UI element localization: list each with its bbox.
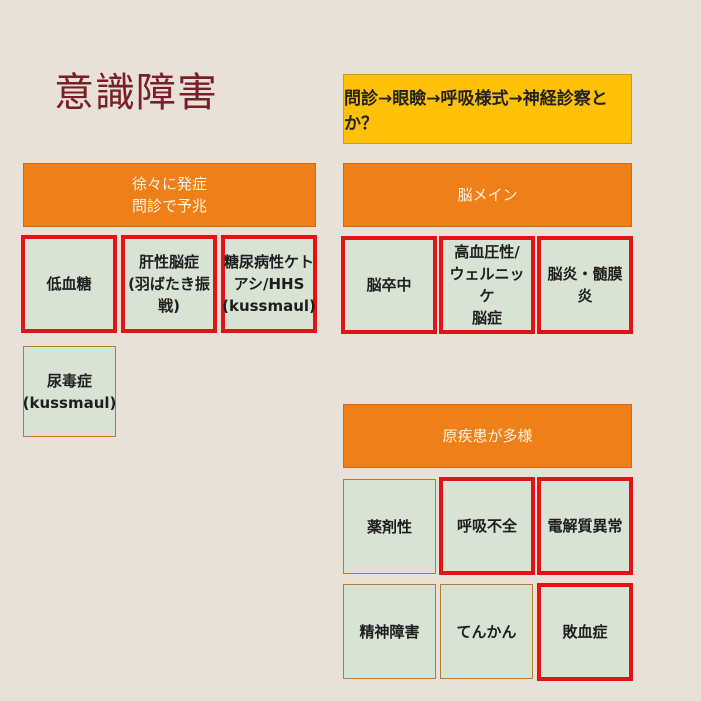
box-epilepsy: てんかん <box>440 584 533 679</box>
header-brain-main-text: 脳メイン <box>457 186 518 204</box>
box-dka-hhs: 糖尿病性ケト アシ/HHS (kussmaul) <box>221 235 317 333</box>
box-label: 敗血症 <box>562 623 608 641</box>
box-encephalitis-meningitis: 脳炎・髄膜炎 <box>537 236 633 334</box>
flow-text: 問診→眼瞼→呼吸様式→神経診察とか？ <box>344 89 608 134</box>
header-diverse-causes: 原疾患が多様 <box>343 404 632 468</box>
page-title: 意識障害 <box>54 70 218 116</box>
box-label: 呼吸不全 <box>456 517 517 535</box>
box-psychiatric-disorder: 精神障害 <box>343 584 436 679</box>
box-stroke: 脳卒中 <box>341 236 437 334</box>
box-drug-induced: 薬剤性 <box>343 479 436 574</box>
box-label: 精神障害 <box>359 622 420 641</box>
flow-box: 問診→眼瞼→呼吸様式→神経診察とか？ <box>343 74 632 144</box>
box-label: 肝性脳症 (羽ばたき振 戦) <box>128 253 210 315</box>
header-gradual-onset: 徐々に発症 問診で予兆 <box>23 163 316 227</box>
box-label: 脳卒中 <box>366 276 412 294</box>
box-label: 尿毒症 (kussmaul) <box>22 371 117 412</box>
header-gradual-onset-text: 徐々に発症 問診で予兆 <box>131 175 207 215</box>
box-hypertensive-wernicke: 高血圧性/ ウェルニッケ 脳症 <box>439 236 535 334</box>
box-label: 低血糖 <box>46 275 92 293</box>
box-label: 薬剤性 <box>366 517 412 536</box>
box-sepsis: 敗血症 <box>537 583 633 681</box>
box-label: 高血圧性/ ウェルニッケ 脳症 <box>449 243 525 327</box>
box-label: 糖尿病性ケト アシ/HHS (kussmaul) <box>222 253 316 315</box>
box-label: 電解質異常 <box>547 517 623 535</box>
header-brain-main: 脳メイン <box>343 163 632 227</box>
box-label: 脳炎・髄膜炎 <box>547 265 623 305</box>
box-respiratory-failure: 呼吸不全 <box>439 477 535 575</box>
box-uremia: 尿毒症 (kussmaul) <box>23 346 116 437</box>
box-hypoglycemia: 低血糖 <box>21 235 117 333</box>
box-electrolyte-abnormality: 電解質異常 <box>537 477 633 575</box>
box-hepatic-encephalopathy: 肝性脳症 (羽ばたき振 戦) <box>121 235 217 333</box>
box-label: てんかん <box>456 622 517 641</box>
header-diverse-causes-text: 原疾患が多様 <box>442 427 533 445</box>
